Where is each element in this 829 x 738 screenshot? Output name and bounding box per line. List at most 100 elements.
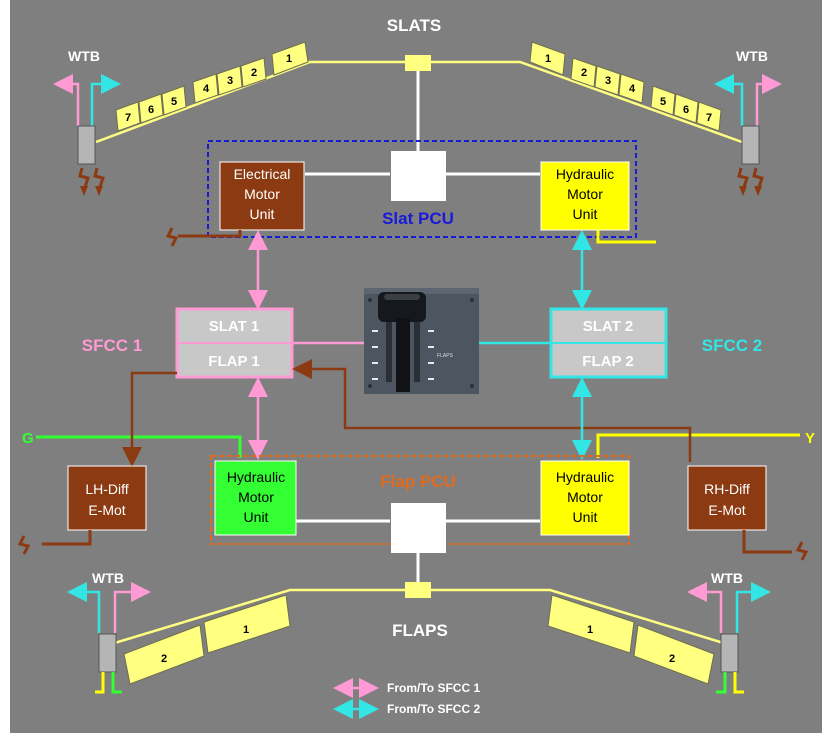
slat-panel	[240, 57, 267, 88]
flap-yellow-hmu-label: Hydraulic Motor Unit	[556, 469, 614, 525]
left-slat-panels	[115, 41, 309, 132]
lh-diff-line: LH-Diff	[85, 481, 128, 497]
yellow-system-label: Y	[805, 430, 815, 447]
slat-panel	[115, 101, 141, 132]
hmu-line: Hydraulic	[556, 469, 614, 485]
flap-number: 2	[161, 653, 167, 665]
right-flap-panels	[547, 594, 715, 685]
sfcc2-label: SFCC 2	[702, 336, 762, 355]
sfcc2-slat-channel: SLAT 2	[583, 318, 634, 335]
electrical-motor-unit	[219, 161, 305, 231]
lightning-icon	[165, 227, 179, 247]
hmu-line: Motor	[567, 186, 603, 202]
electrical-motor-unit-label: Electrical Motor Unit	[234, 166, 291, 222]
flap-panel	[123, 624, 205, 685]
slat-number: 1	[545, 53, 551, 65]
wtb-label: WTB	[736, 48, 768, 64]
slat-panel	[529, 41, 566, 76]
wtb-label: WTB	[92, 570, 124, 586]
legend-sfcc2-label: From/To SFCC 2	[387, 702, 480, 716]
hmu-line: Motor	[567, 489, 603, 505]
sfcc1-label: SFCC 1	[82, 336, 142, 355]
wtb-label: WTB	[68, 48, 100, 64]
slat-hydraulic-supply	[596, 230, 656, 244]
slat-number: 4	[629, 83, 636, 95]
flap-gearbox	[405, 582, 431, 598]
emu-line: Motor	[244, 186, 280, 202]
lightning-icon	[17, 535, 31, 555]
slat-panel	[138, 93, 164, 124]
emu-line: Unit	[250, 206, 275, 222]
flaps-lever-panel: FLAPS	[364, 288, 479, 394]
flap-panel	[547, 594, 635, 654]
rh-diff-e-mot	[687, 465, 767, 531]
slat-number: 4	[203, 83, 210, 95]
slat-number: 7	[125, 112, 131, 124]
flap-pcu-gearbox	[391, 503, 446, 553]
rh-diff-line: RH-Diff	[704, 481, 750, 497]
slat-pcu-gearbox	[391, 151, 446, 201]
sfcc1-slat-channel: SLAT 1	[209, 318, 260, 335]
yellow-hydraulic-line	[596, 433, 800, 458]
sfcc2-flap-channel: FLAP 2	[582, 353, 633, 370]
flap-pcu-label: Flap PCU	[380, 472, 456, 491]
slat-number: 5	[171, 96, 177, 108]
slat-number: 1	[286, 53, 292, 65]
rh-diff-to-sfcc1	[292, 359, 692, 462]
flap-green-hmu-label: Hydraulic Motor Unit	[227, 469, 285, 525]
slat-gearbox	[405, 55, 431, 71]
wtb-top-left	[53, 74, 121, 196]
left-slat-numbers: 7 6 5 4 3 2 1	[125, 53, 292, 124]
hmu-line: Unit	[573, 509, 598, 525]
slat-pcu-label: Slat PCU	[382, 209, 454, 228]
slat-hmu-label: Hydraulic Motor Unit	[556, 166, 614, 222]
emu-power-line	[178, 230, 242, 238]
lh-diff-line: E-Mot	[88, 502, 125, 518]
emu-line: Electrical	[234, 166, 291, 182]
slat-shaft	[95, 60, 743, 144]
left-flap-panels	[123, 594, 291, 685]
rh-diff-line: E-Mot	[708, 502, 745, 518]
wtb-top-right	[714, 74, 782, 196]
rh-diff-label: RH-Diff E-Mot	[704, 481, 750, 518]
slat-hydraulic-motor-unit	[540, 161, 630, 231]
flap-yellow-hydraulic-motor-unit	[540, 460, 630, 536]
wtb-label: WTB	[711, 570, 743, 586]
slat-number: 2	[251, 67, 257, 79]
slat-number: 5	[660, 96, 666, 108]
slat-panel	[192, 73, 219, 104]
flap-panel	[633, 624, 715, 685]
slat-panel	[650, 85, 676, 116]
lever-caption: FLAPS	[437, 353, 454, 359]
flap-panel	[203, 594, 291, 654]
hmu-line: Unit	[573, 206, 598, 222]
hmu-line: Unit	[244, 509, 269, 525]
slat-number: 6	[683, 104, 689, 116]
slat-panel	[271, 41, 309, 76]
slat-number: 6	[148, 104, 154, 116]
slat-panel	[594, 65, 621, 96]
flap-green-hydraulic-motor-unit	[214, 460, 297, 536]
lh-diff-e-mot	[67, 465, 147, 531]
lightning-icon	[795, 541, 809, 561]
wtb-bottom-left	[67, 582, 151, 694]
right-slat-numbers: 1 2 3 4 5 6 7	[545, 53, 712, 124]
sfcc1-to-lh-diff	[122, 371, 177, 467]
slat-panel	[570, 57, 597, 88]
slat-panel	[673, 93, 699, 124]
legend: From/To SFCC 1 From/To SFCC 2	[333, 678, 480, 719]
flap-number: 1	[243, 624, 249, 636]
lh-diff-label: LH-Diff E-Mot	[85, 481, 128, 518]
slat-number: 3	[605, 75, 611, 87]
hmu-line: Hydraulic	[556, 166, 614, 182]
lh-diff-power	[42, 530, 92, 546]
flaps-title: FLAPS	[392, 621, 448, 640]
legend-sfcc1-label: From/To SFCC 1	[387, 681, 480, 695]
slat-number: 7	[706, 112, 712, 124]
right-slat-panels	[529, 41, 722, 132]
hmu-line: Hydraulic	[227, 469, 285, 485]
green-hydraulic-line	[36, 435, 242, 458]
wtb-bottom-right	[687, 582, 771, 694]
slat-number: 2	[581, 67, 587, 79]
